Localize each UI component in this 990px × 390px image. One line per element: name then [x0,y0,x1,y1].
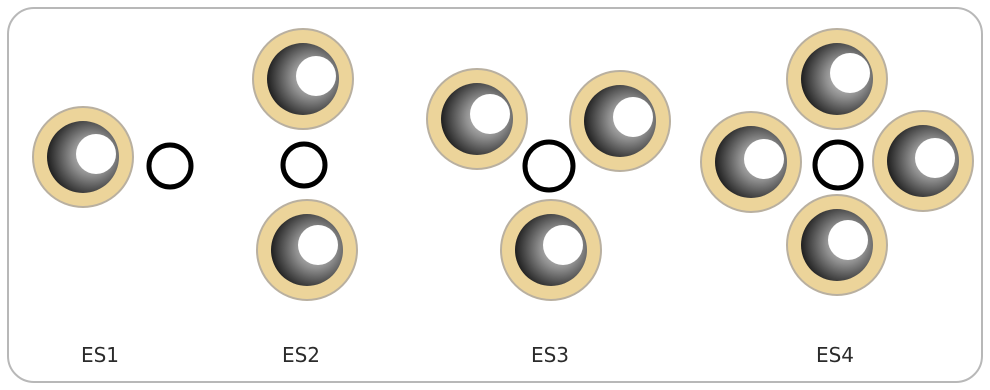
group-es4: ES4 [700,28,974,367]
electrode [32,106,134,208]
electrode-pupil [915,138,955,178]
electrode [786,28,888,130]
group-es3: ES3 [426,68,671,367]
electrode-pupil [744,139,784,179]
electrode [426,68,528,170]
electrode [872,110,974,212]
electrode-pupil [543,225,583,265]
frame-border [7,7,983,383]
center-ring [522,139,576,193]
electrode-pupil [828,220,868,260]
group-label-es1: ES1 [81,343,119,367]
electrode [500,199,602,301]
group-es2: ES2 [252,28,358,367]
center-ring [146,142,194,190]
group-label-es2: ES2 [282,343,320,367]
electrode [256,199,358,301]
electrode-pupil [470,94,510,134]
electrode-pupil [613,97,653,137]
group-es1: ES1 [32,106,194,367]
center-ring [812,139,864,191]
electrode [569,70,671,172]
electrode [786,194,888,296]
electrode-pupil [298,225,338,265]
electrode [700,111,802,213]
group-label-es4: ES4 [816,343,854,367]
electrode [252,28,354,130]
group-label-es3: ES3 [531,343,569,367]
electrode-pupil [830,53,870,93]
center-ring [280,141,328,189]
electrode-pupil [296,56,336,96]
electrode-pupil [76,134,116,174]
